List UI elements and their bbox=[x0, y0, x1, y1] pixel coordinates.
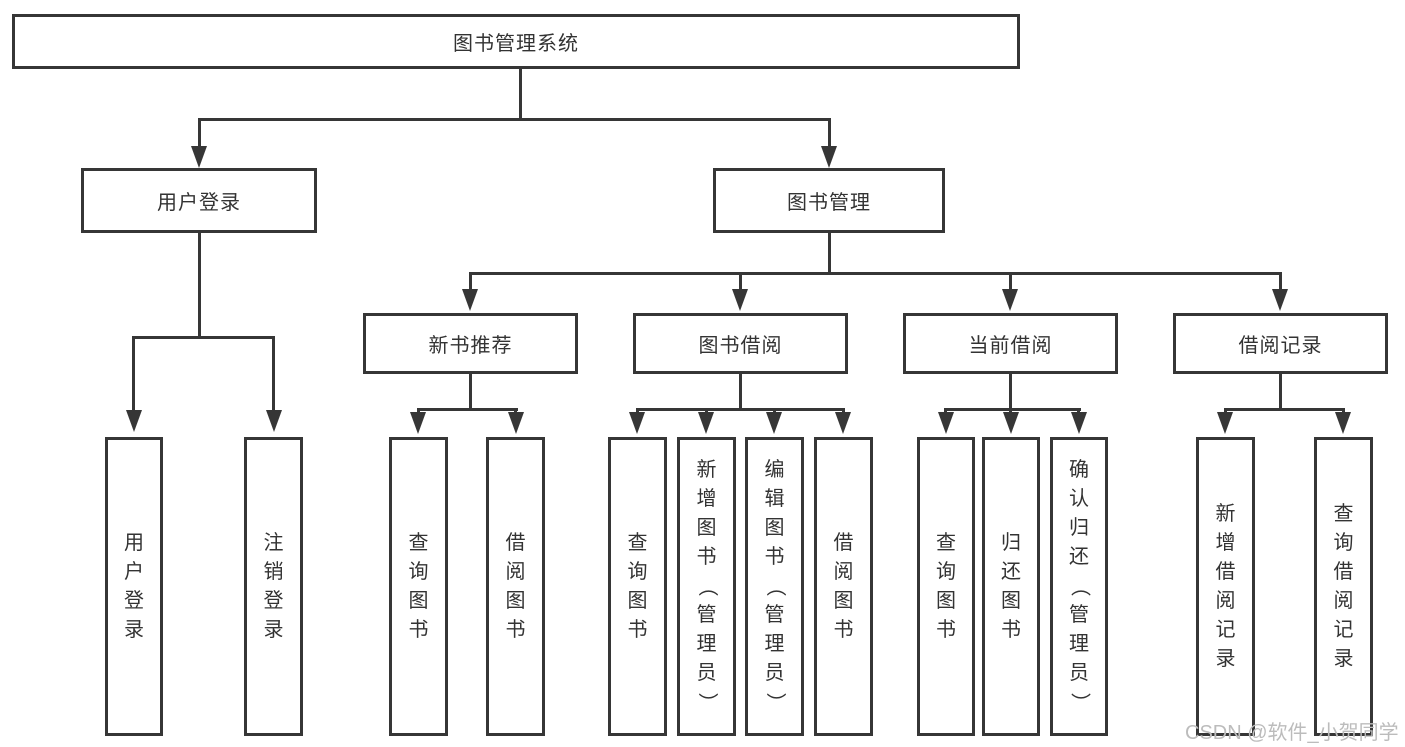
leaf-edit-book-admin: 编辑图书（管理员） bbox=[745, 437, 804, 736]
leaf-logout: 注销登录 bbox=[244, 437, 303, 736]
arrow-down-icon bbox=[508, 412, 524, 434]
node-book-management: 图书管理 bbox=[713, 168, 945, 233]
leaf-query-borrow-record: 查询借阅记录 bbox=[1314, 437, 1373, 736]
leaf-query-books-current: 查询图书 bbox=[917, 437, 975, 736]
connector-drop-new-book bbox=[469, 272, 472, 292]
connector-user-login-stem bbox=[198, 233, 201, 336]
connector-root-stem bbox=[519, 68, 522, 119]
arrow-down-icon bbox=[1272, 289, 1288, 311]
leaf-user-login: 用户登录 bbox=[105, 437, 163, 736]
leaf-confirm-return-admin: 确认归还（管理员） bbox=[1050, 437, 1108, 736]
leaf-borrow-book: 借阅图书 bbox=[814, 437, 873, 736]
connector-current-borrow-branch bbox=[944, 408, 1081, 411]
node-root-library-management-system: 图书管理系统 bbox=[12, 14, 1020, 69]
arrow-down-icon bbox=[629, 412, 645, 434]
connector-drop-leaf-logout bbox=[272, 336, 275, 412]
arrow-down-icon bbox=[1002, 289, 1018, 311]
connector-book-mgmt-branch bbox=[469, 272, 1282, 275]
arrow-down-icon bbox=[938, 412, 954, 434]
connector-borrow-records-branch bbox=[1224, 408, 1345, 411]
connector-drop-book-borrow bbox=[739, 272, 742, 292]
connector-drop-book-mgmt bbox=[828, 118, 831, 150]
arrow-down-icon bbox=[126, 410, 142, 432]
arrow-down-icon bbox=[1217, 412, 1233, 434]
arrow-down-icon bbox=[1335, 412, 1351, 434]
arrow-down-icon bbox=[835, 412, 851, 434]
connector-drop-current-borrow bbox=[1009, 272, 1012, 292]
arrow-down-icon bbox=[410, 412, 426, 434]
node-new-book-recommend: 新书推荐 bbox=[363, 313, 578, 374]
connector-new-book-stem bbox=[469, 374, 472, 408]
arrow-down-icon bbox=[266, 410, 282, 432]
leaf-query-books-recommend: 查询图书 bbox=[389, 437, 448, 736]
node-borrow-records: 借阅记录 bbox=[1173, 313, 1388, 374]
connector-borrow-records-stem bbox=[1279, 374, 1282, 408]
connector-book-mgmt-stem bbox=[828, 233, 831, 274]
connector-new-book-branch bbox=[417, 408, 518, 411]
node-book-borrow: 图书借阅 bbox=[633, 313, 848, 374]
connector-drop-borrow-records bbox=[1279, 272, 1282, 292]
arrow-down-icon bbox=[462, 289, 478, 311]
csdn-watermark: CSDN @软件_小贺同学 bbox=[1185, 722, 1399, 744]
arrow-down-icon bbox=[821, 146, 837, 168]
connector-current-borrow-stem bbox=[1009, 374, 1012, 408]
node-user-login: 用户登录 bbox=[81, 168, 317, 233]
connector-user-login-branch bbox=[132, 336, 275, 339]
arrow-down-icon bbox=[191, 146, 207, 168]
arrow-down-icon bbox=[1003, 412, 1019, 434]
leaf-return-book: 归还图书 bbox=[982, 437, 1040, 736]
leaf-add-book-admin: 新增图书（管理员） bbox=[677, 437, 736, 736]
leaf-query-books-borrow: 查询图书 bbox=[608, 437, 667, 736]
arrow-down-icon bbox=[698, 412, 714, 434]
leaf-add-borrow-record: 新增借阅记录 bbox=[1196, 437, 1255, 736]
arrow-down-icon bbox=[732, 289, 748, 311]
node-current-borrow: 当前借阅 bbox=[903, 313, 1118, 374]
connector-drop-leaf-login bbox=[132, 336, 135, 412]
arrow-down-icon bbox=[766, 412, 782, 434]
connector-drop-user-login bbox=[198, 118, 201, 150]
connector-book-borrow-branch bbox=[636, 408, 845, 411]
connector-book-borrow-stem bbox=[739, 374, 742, 408]
leaf-borrow-books-recommend: 借阅图书 bbox=[486, 437, 545, 736]
arrow-down-icon bbox=[1071, 412, 1087, 434]
connector-root-branch bbox=[198, 118, 831, 121]
